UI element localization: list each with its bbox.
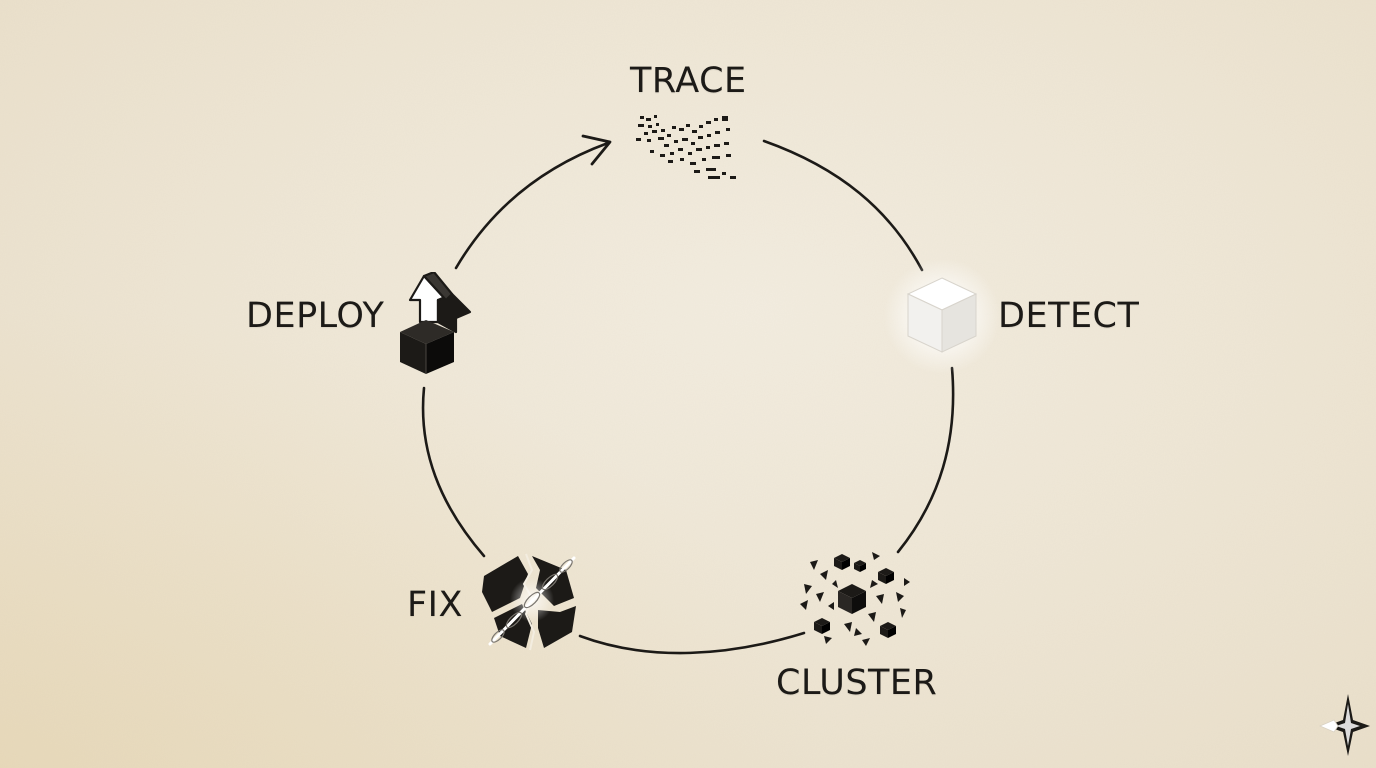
sparkle-icon <box>1316 690 1372 764</box>
stage-label-cluster: CLUSTER <box>776 663 938 703</box>
scattered-cubes-icon <box>796 548 912 648</box>
stage-label-trace: TRACE <box>630 61 747 101</box>
broken-cube-icon <box>474 548 594 658</box>
stage-label-detect: DETECT <box>998 296 1140 336</box>
connector-cluster-fix <box>578 631 806 655</box>
connector-deploy-trace <box>454 141 610 270</box>
arrowhead-icon <box>581 134 612 166</box>
cube-up-arrow-icon <box>396 272 476 378</box>
connector-fix-deploy <box>421 386 486 558</box>
connector-detect-cluster <box>896 366 955 554</box>
pixel-scatter-icon <box>634 112 744 184</box>
stage-label-deploy: DEPLOY <box>246 296 385 336</box>
connector-trace-detect <box>762 139 924 272</box>
stage-label-fix: FIX <box>407 585 463 625</box>
glowing-cube-icon <box>880 260 1000 380</box>
